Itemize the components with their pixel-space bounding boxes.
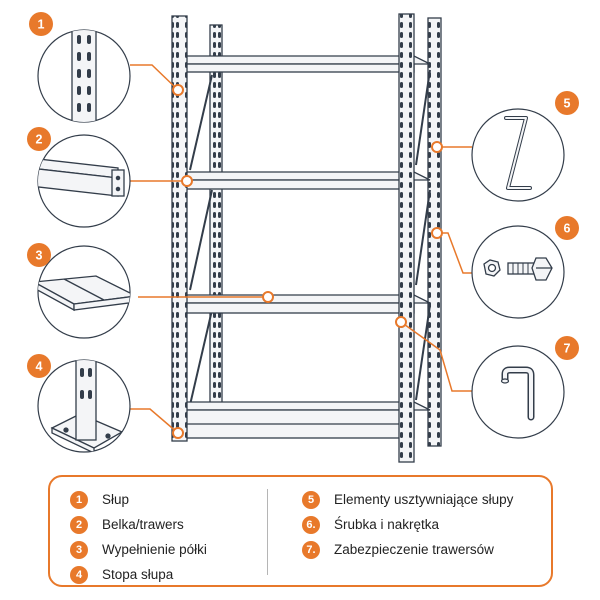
detail-3: [37, 245, 131, 339]
legend-item-2: 2 Belka/trawers: [70, 512, 207, 537]
svg-text:7: 7: [564, 342, 571, 356]
legend-badge: 7.: [302, 540, 320, 559]
legend-badge: 3: [70, 540, 88, 559]
svg-text:1: 1: [38, 18, 45, 32]
detail-6: [471, 225, 565, 319]
shelving-unit: [171, 13, 442, 463]
legend-badge: 5: [302, 490, 320, 509]
legend-item-5: 5 Elementy usztywniające słupy: [302, 487, 513, 512]
callout-badge-5: 5: [555, 91, 579, 115]
svg-text:3: 3: [36, 249, 43, 263]
front-right-upright-slots: [399, 14, 414, 462]
legend-badge: 1: [70, 490, 88, 509]
callout-badges: 1 2 3 4 5 6 7: [27, 12, 579, 378]
callout-badge-6: 6: [555, 216, 579, 240]
legend-item-3: 3 Wypełnienie półki: [70, 537, 207, 562]
beam-icon: [38, 157, 125, 197]
detail-7: [471, 345, 565, 439]
callout-badge-3: 3: [27, 243, 51, 267]
callout-badge-7: 7: [555, 336, 579, 360]
legend-badge: 4: [70, 565, 88, 584]
legend-item-1: 1 Słup: [70, 487, 207, 512]
back-bracing: [189, 69, 431, 406]
upright-post-icon: [71, 30, 97, 122]
legend-badge: 6.: [302, 515, 320, 534]
legend-label: Elementy usztywniające słupy: [334, 492, 514, 507]
legend-label: Zabezpieczenie trawersów: [334, 542, 494, 557]
shelf-level-1: [185, 55, 431, 73]
post-foot-icon: [50, 360, 124, 452]
beam-lock-pin-icon: [500, 366, 535, 421]
shelf-board-icon: [38, 275, 130, 312]
legend-item-7: 7. Zabezpieczenie trawersów: [302, 537, 513, 562]
detail-2: [37, 134, 131, 228]
legend-badge: 2: [70, 515, 88, 534]
svg-text:6: 6: [564, 222, 571, 236]
detail-4: [37, 359, 131, 453]
legend-item-4: 4 Stopa słupa: [70, 562, 207, 587]
legend-label: Śrubka i nakrętka: [334, 517, 440, 532]
bolt-and-nut-icon: [483, 257, 553, 281]
detail-5: [471, 108, 565, 202]
shelf-level-4: [185, 401, 431, 439]
back-left-upright-slots: [210, 25, 222, 430]
callout-badge-2: 2: [27, 127, 51, 151]
detail-1: [37, 29, 131, 123]
connector-lines: [128, 64, 472, 434]
callout-badge-1: 1: [29, 12, 53, 36]
front-left-upright-slots: [172, 16, 187, 441]
svg-text:5: 5: [564, 97, 571, 111]
legend-label: Belka/trawers: [102, 517, 184, 532]
legend-item-6: 6. Śrubka i nakrętka: [302, 512, 513, 537]
legend-label: Stopa słupa: [102, 567, 174, 582]
callout-badge-4: 4: [27, 354, 51, 378]
connector-dots: [172, 84, 443, 439]
svg-text:2: 2: [36, 133, 43, 147]
svg-text:4: 4: [36, 360, 43, 374]
legend-label: Słup: [102, 492, 130, 507]
legend-column-right: 5 Elementy usztywniające słupy 6. Śrubka i…: [302, 487, 513, 562]
legend-divider: [267, 489, 268, 575]
shelf-level-2: [185, 171, 431, 190]
legend-label: Wypełnienie półki: [102, 542, 207, 557]
